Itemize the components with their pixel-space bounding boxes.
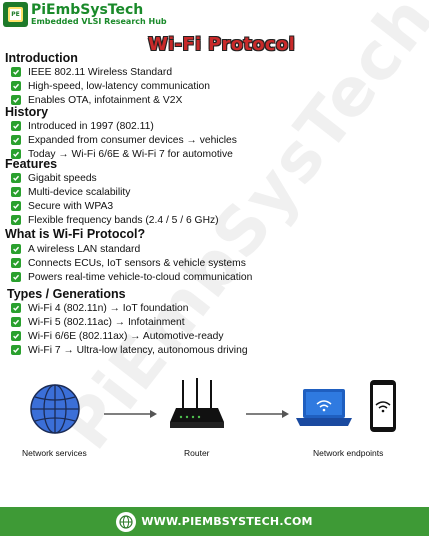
page-title: Wi-Fi Protocol	[148, 34, 296, 55]
list-item-text: Flexible frequency bands (2.4 / 5 / 6 GH…	[28, 214, 219, 226]
check-icon	[11, 121, 21, 131]
logo: PE	[3, 2, 28, 27]
list-item-text: Connects ECUs, IoT sensors & vehicle sys…	[28, 257, 246, 269]
list-item: Gigabit speeds	[11, 171, 219, 185]
section-title-introduction: Introduction	[5, 51, 78, 65]
list-item-text: Expanded from consumer devices → vehicle…	[28, 134, 237, 146]
caption-router: Router	[184, 448, 210, 458]
list-item: Wi-Fi 4 (802.11n) → IoT foundation	[11, 301, 248, 315]
list-item: Flexible frequency bands (2.4 / 5 / 6 GH…	[11, 213, 219, 227]
list-item: Wi-Fi 7 → Ultra-low latency, autonomous …	[11, 343, 248, 357]
list-item-text: IEEE 802.11 Wireless Standard	[28, 66, 173, 78]
list-item-text: Wi-Fi 7 → Ultra-low latency, autonomous …	[28, 344, 248, 356]
check-icon	[11, 187, 21, 197]
check-icon	[11, 331, 21, 341]
arrow-icon	[246, 410, 289, 418]
list-item: Connects ECUs, IoT sensors & vehicle sys…	[11, 256, 252, 270]
website-link[interactable]: WWW.PIEMBSYSTECH.COM	[141, 515, 313, 528]
list-item: Enables OTA, infotainment & V2X	[11, 93, 210, 107]
brand-header: PE PiEmbSysTech Embedded VLSI Research H…	[3, 2, 167, 27]
check-icon	[11, 95, 21, 105]
list-item: Wi-Fi 5 (802.11ac) → Infotainment	[11, 315, 248, 329]
list-item: Secure with WPA3	[11, 199, 219, 213]
check-icon	[11, 67, 21, 77]
smartphone-icon	[370, 380, 396, 432]
list-types: Wi-Fi 4 (802.11n) → IoT foundation Wi-Fi…	[11, 301, 248, 357]
check-icon	[11, 244, 21, 254]
laptop-icon	[296, 389, 352, 426]
diagram-graphic	[30, 378, 396, 434]
list-item-text: Today → Wi-Fi 6/6E & Wi-Fi 7 for automot…	[28, 148, 233, 160]
caption-network-endpoints: Network endpoints	[313, 448, 384, 458]
list-what-is: A wireless LAN standard Connects ECUs, I…	[11, 242, 252, 284]
check-icon	[11, 303, 21, 313]
check-icon	[11, 345, 21, 355]
list-item: Today → Wi-Fi 6/6E & Wi-Fi 7 for automot…	[11, 147, 237, 161]
caption-network-services: Network services	[22, 448, 87, 458]
arrow-icon	[104, 410, 157, 418]
list-item: High-speed, low-latency communication	[11, 79, 210, 93]
list-item-text: A wireless LAN standard	[28, 243, 141, 255]
check-icon	[11, 317, 21, 327]
list-item-text: Enables OTA, infotainment & V2X	[28, 94, 183, 106]
globe-icon	[30, 384, 80, 434]
web-globe-icon	[116, 511, 137, 532]
list-item-text: Gigabit speeds	[28, 172, 97, 184]
check-icon	[11, 272, 21, 282]
list-item: Wi-Fi 6/6E (802.11ax) → Automotive-ready	[11, 329, 248, 343]
check-icon	[11, 215, 21, 225]
logo-mark: PE	[8, 7, 23, 22]
router-icon	[170, 378, 224, 428]
list-item-text: Secure with WPA3	[28, 200, 114, 212]
list-item: A wireless LAN standard	[11, 242, 252, 256]
brand-tagline: Embedded VLSI Research Hub	[31, 17, 167, 26]
list-item-text: Wi-Fi 5 (802.11ac) → Infotainment	[28, 316, 185, 328]
network-diagram: Network services Router Network endpoint…	[0, 376, 429, 466]
list-item-text: High-speed, low-latency communication	[28, 80, 210, 92]
section-title-types: Types / Generations	[7, 287, 126, 301]
section-title-history: History	[5, 105, 49, 119]
list-item: IEEE 802.11 Wireless Standard	[11, 65, 210, 79]
section-title-what-is: What is Wi-Fi Protocol?	[5, 227, 146, 241]
list-item-text: Wi-Fi 6/6E (802.11ax) → Automotive-ready	[28, 330, 224, 342]
list-history: Introduced in 1997 (802.11) Expanded fro…	[11, 119, 237, 161]
footer-bar: WWW.PIEMBSYSTECH.COM	[0, 507, 429, 536]
check-icon	[11, 135, 21, 145]
brand-name: PiEmbSysTech	[31, 2, 144, 18]
section-title-features: Features	[5, 157, 58, 171]
list-item: Powers real-time vehicle-to-cloud commun…	[11, 270, 252, 284]
check-icon	[11, 149, 21, 159]
check-icon	[11, 201, 21, 211]
list-item-text: Powers real-time vehicle-to-cloud commun…	[28, 271, 253, 283]
list-item: Multi-device scalability	[11, 185, 219, 199]
check-icon	[11, 258, 21, 268]
check-icon	[11, 173, 21, 183]
list-item-text: Introduced in 1997 (802.11)	[28, 120, 154, 132]
list-item: Introduced in 1997 (802.11)	[11, 119, 237, 133]
list-item-text: Multi-device scalability	[28, 186, 131, 198]
list-introduction: IEEE 802.11 Wireless Standard High-speed…	[11, 65, 210, 107]
list-item-text: Wi-Fi 4 (802.11n) → IoT foundation	[28, 302, 189, 314]
check-icon	[11, 81, 21, 91]
brand-text: PiEmbSysTech Embedded VLSI Research Hub	[31, 3, 167, 26]
list-item: Expanded from consumer devices → vehicle…	[11, 133, 237, 147]
list-features: Gigabit speeds Multi-device scalability …	[11, 171, 219, 227]
